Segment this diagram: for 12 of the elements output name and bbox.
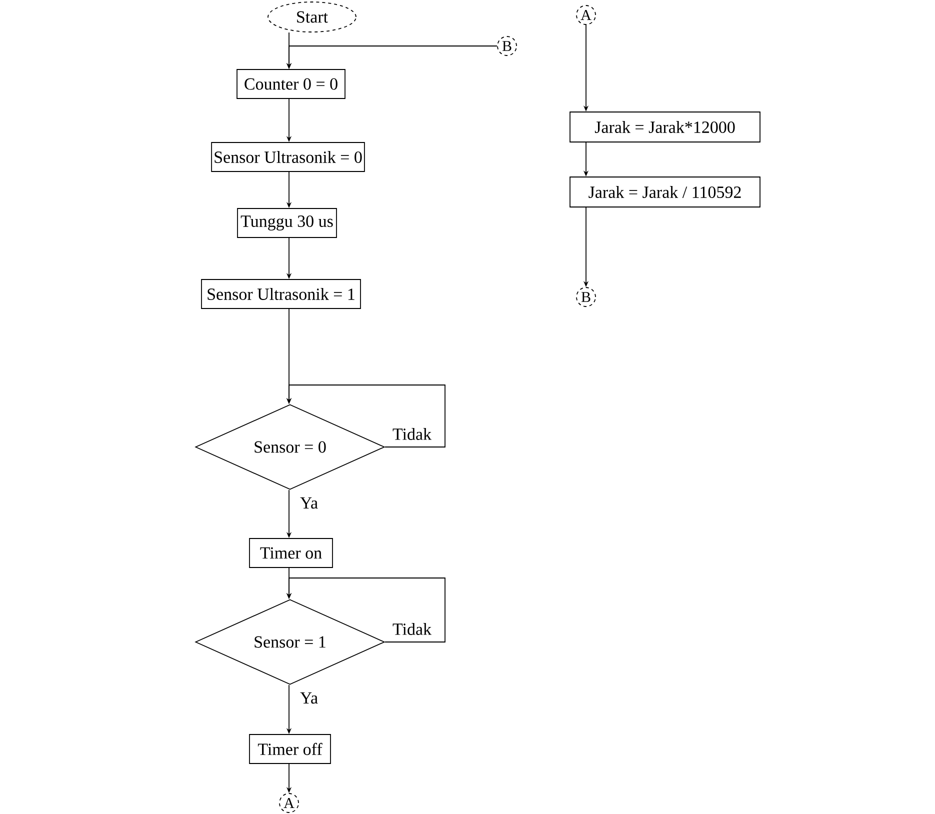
process-box: Jarak = Jarak*12000 — [570, 112, 760, 142]
process-box: Timer on — [249, 538, 333, 568]
process-box: Tunggu 30 us — [237, 208, 337, 238]
edge-label: Tidak — [391, 622, 433, 636]
process-box: Sensor Ultrasonik = 1 — [201, 279, 361, 309]
edge-label: Ya — [298, 691, 320, 705]
edge-label: Ya — [298, 496, 320, 510]
process-box: Counter 0 = 0 — [236, 69, 346, 99]
process-box: Timer off — [249, 734, 331, 764]
process-box: Jarak = Jarak / 110592 — [570, 176, 760, 208]
edge-label: Tidak — [391, 427, 433, 441]
process-box: Sensor Ultrasonik = 0 — [211, 142, 365, 172]
